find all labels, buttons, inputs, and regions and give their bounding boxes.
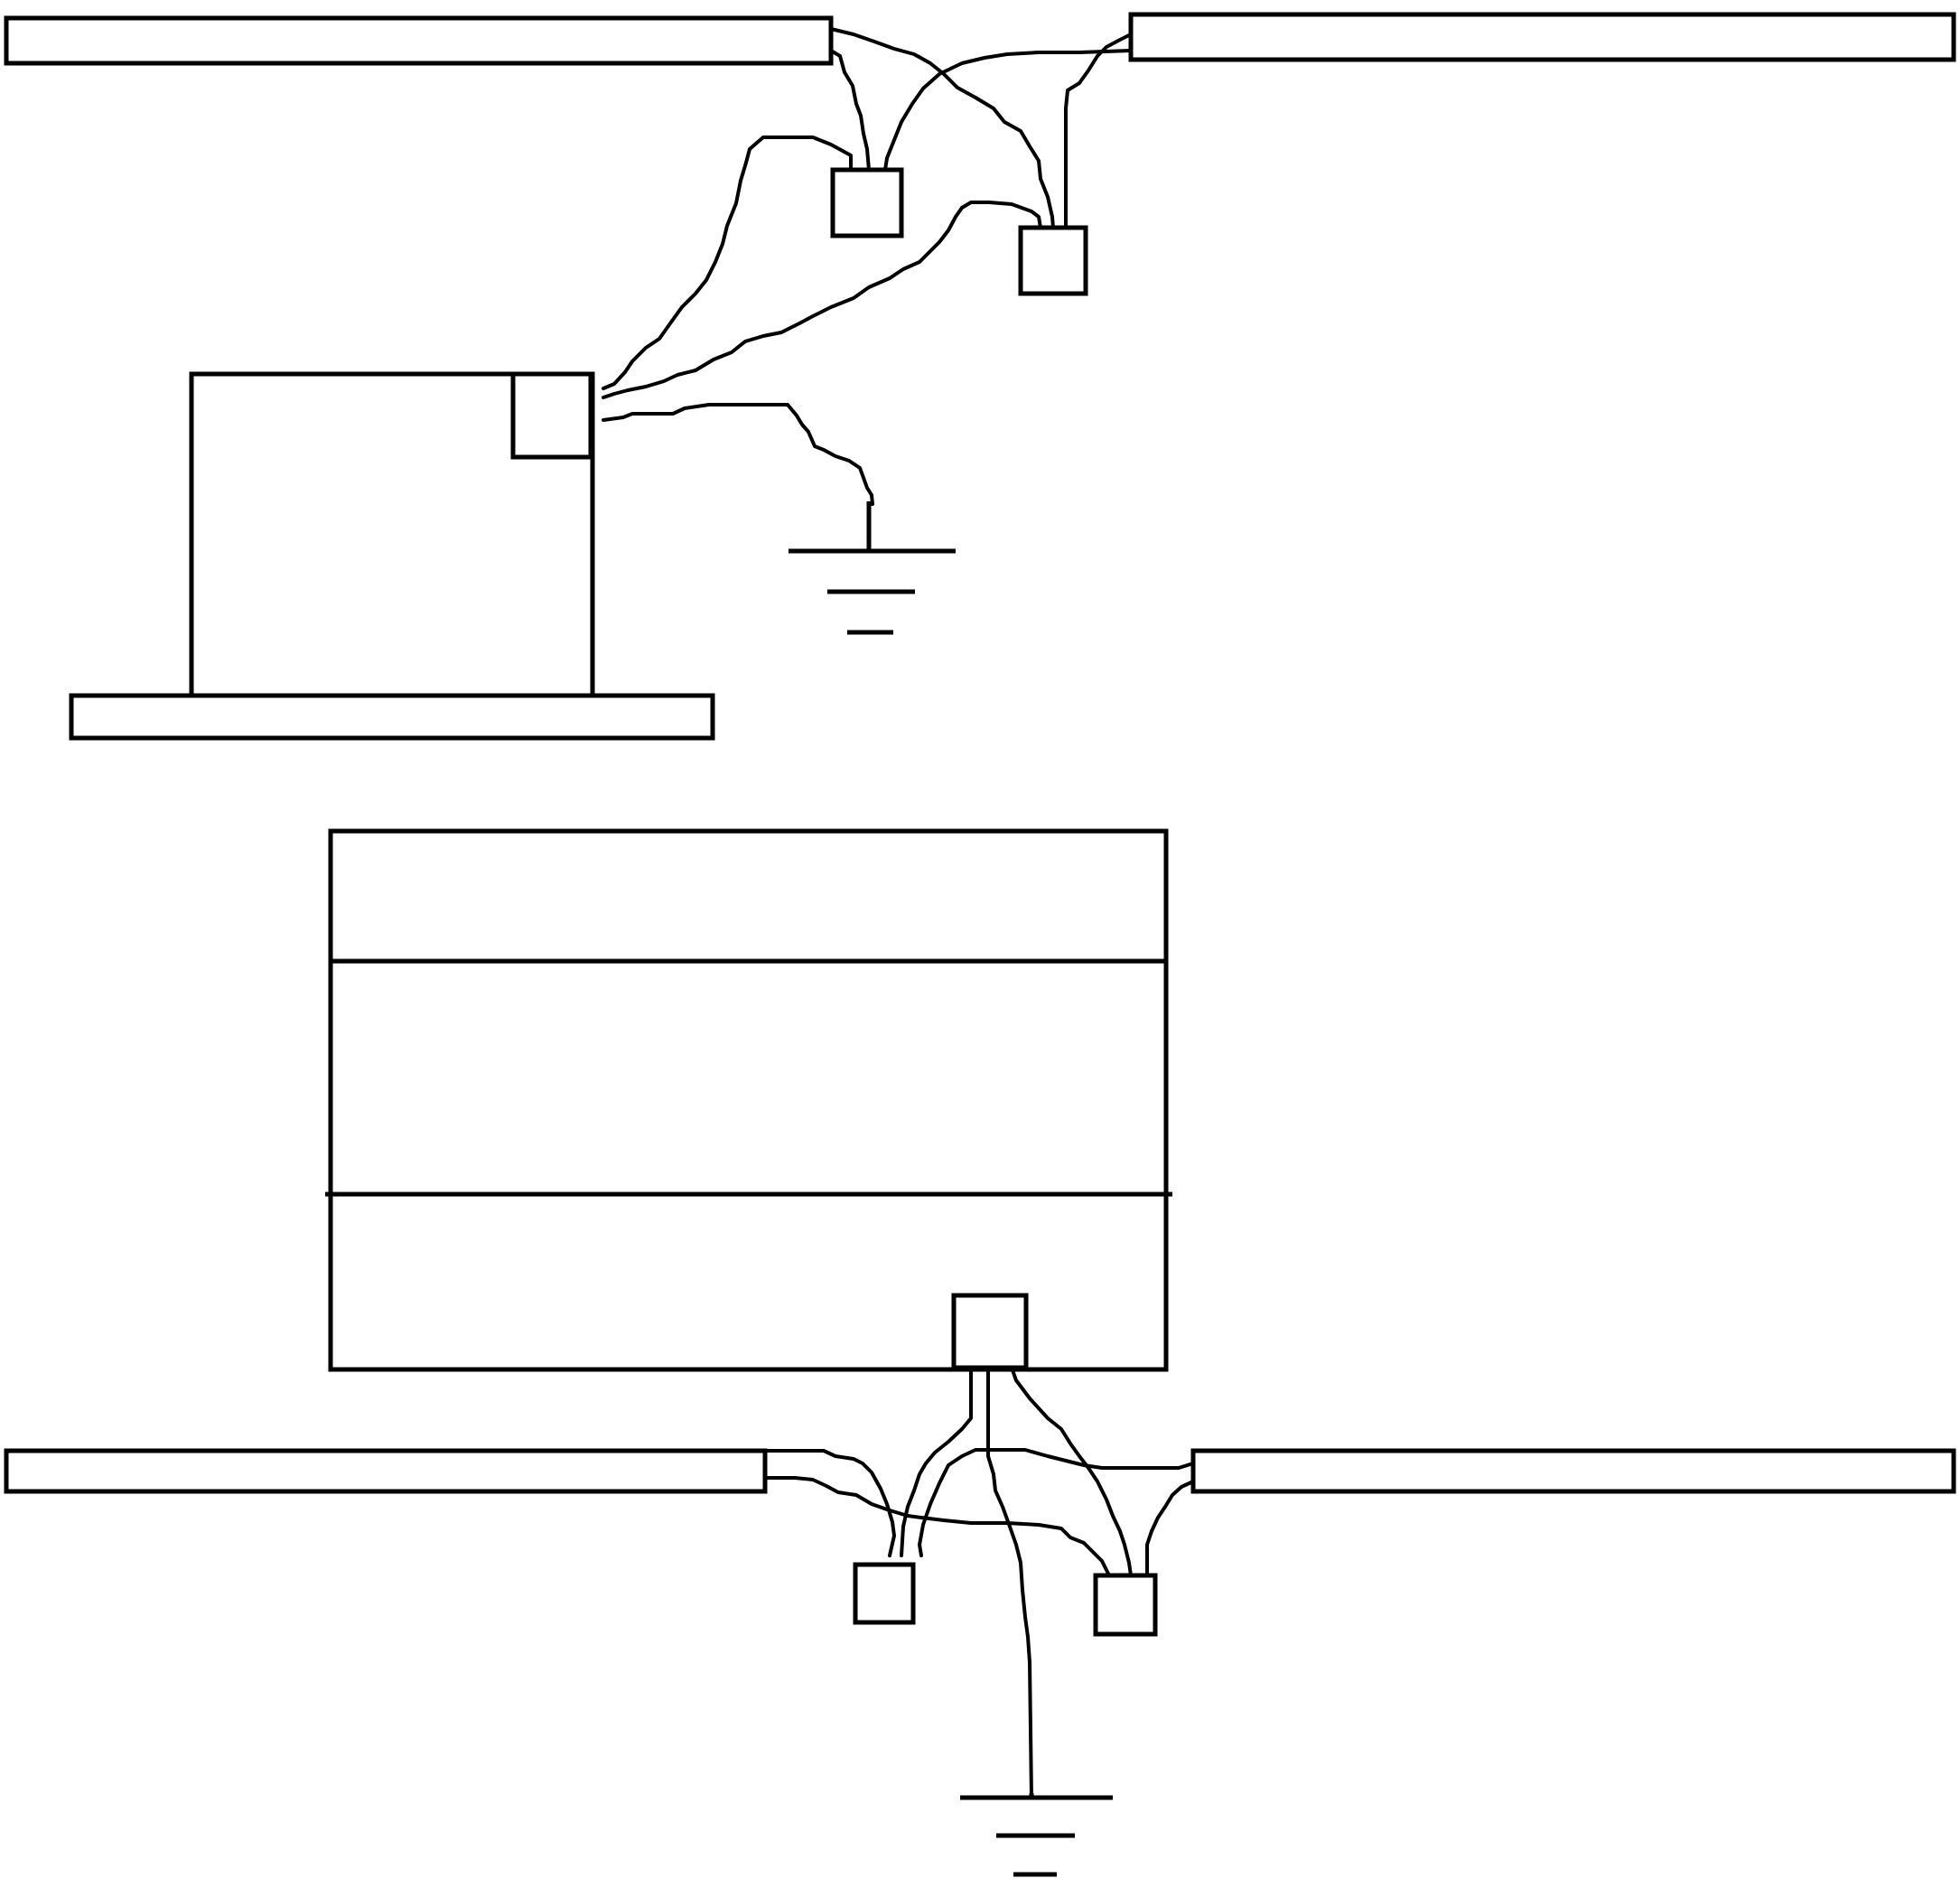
cabinet-terminal-lower [951, 1293, 1029, 1370]
cabinet-lower [328, 828, 1169, 1372]
wire-bottom-right-to-jbox1 [918, 1448, 1195, 1557]
rail-top-right [1128, 12, 1956, 62]
wire-top-left-to-jbox2 [829, 27, 1055, 229]
wire-jbox2-to-device [602, 201, 1042, 399]
wire-top-right-to-jbox2 [1064, 33, 1133, 229]
rail-bottom-left [4, 1448, 768, 1494]
wire-top-right-to-jbox1 [883, 49, 1133, 172]
lower-group [4, 828, 1956, 1877]
wire-bottom-right-to-jbox2 [1145, 1480, 1195, 1577]
wire-bottom-left-to-jbox1-a [763, 1449, 896, 1557]
rail-top-left [4, 15, 834, 66]
wire-device-to-ground-upper [602, 403, 874, 506]
junction-box-bottom-1 [853, 1562, 916, 1625]
wire-jbox1-to-device [602, 136, 853, 390]
junction-box-top-2 [1018, 225, 1088, 296]
wire-cabinet-to-ground-lower [986, 1366, 1033, 1799]
wire-cabinet-to-jbox-bottom-1 [900, 1366, 973, 1557]
ground-symbol-upper [789, 501, 956, 635]
wire-bottom-left-to-jbox2 [763, 1476, 1111, 1577]
device-terminal-upper [510, 371, 593, 460]
wire-top-left-to-jbox1 [829, 49, 871, 172]
upper-group [4, 12, 1956, 741]
junction-box-bottom-2 [1093, 1573, 1158, 1637]
junction-box-top-1 [830, 167, 904, 238]
rail-bottom-right [1190, 1448, 1956, 1494]
ground-symbol-lower [960, 1793, 1113, 1877]
wire-cabinet-to-jbox-bottom-2 [1010, 1366, 1133, 1577]
base-plate-upper [69, 693, 715, 741]
